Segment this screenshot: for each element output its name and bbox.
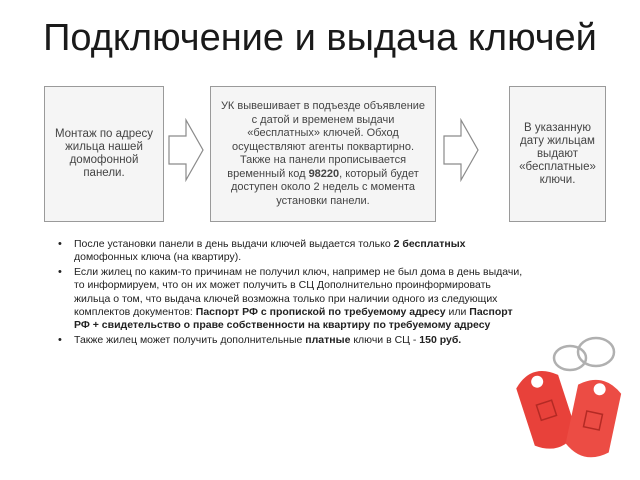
flow-step-2-text: УК вывешивает в подъезде объявление с да… [220, 100, 426, 207]
bullet-item: •Также жилец может получить дополнительн… [58, 333, 462, 346]
slide-title: Подключение и выдача ключей [43, 17, 597, 59]
flow-step-3: В указанную дату жильцам выдают «бесплат… [509, 86, 606, 222]
rfid-keyfob-icon [516, 336, 622, 458]
flow-step-3-text: В указанную дату жильцам выдают «бесплат… [519, 121, 596, 186]
flow-step-1-text: Монтаж по адресу жильца нашей домофонной… [54, 128, 154, 179]
arrow-right-icon [168, 118, 204, 182]
bullet-item: •Если жилец по каким-то причинам не полу… [58, 265, 523, 332]
flow-step-1: Монтаж по адресу жильца нашей домофонной… [44, 86, 164, 222]
arrow-right-icon [443, 118, 479, 182]
bullet-item: •После установки панели в день выдачи кл… [58, 238, 466, 264]
bullet-list: •После установки панели в день выдачи кл… [58, 238, 528, 348]
flow-step-2: УК вывешивает в подъезде объявление с да… [210, 86, 436, 222]
temp-code: 98220 [308, 167, 340, 180]
